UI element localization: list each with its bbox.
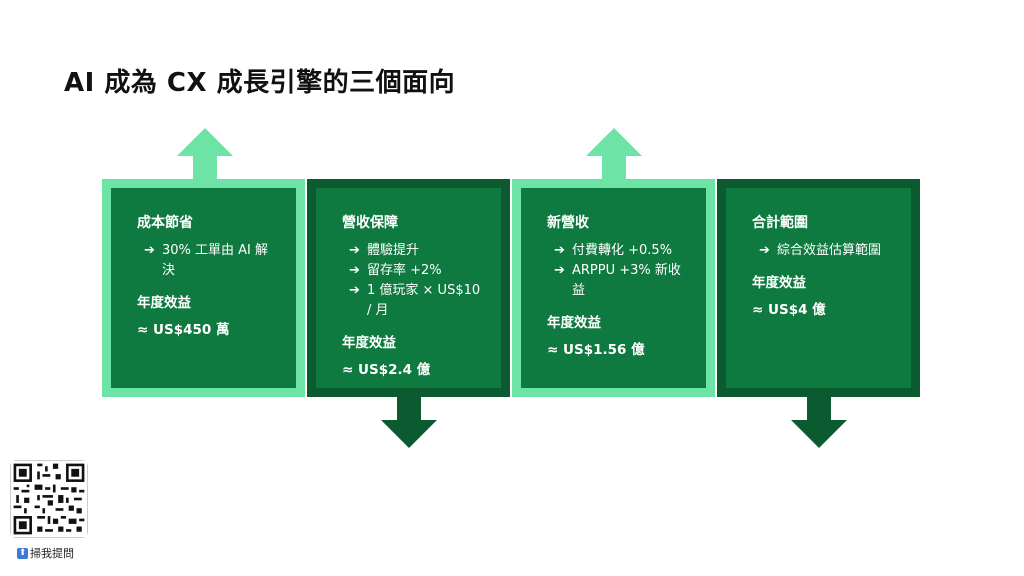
arrow-up-icon bbox=[177, 128, 233, 182]
panel-heading: 新營收 bbox=[547, 215, 589, 231]
list-item: ➔ 1 億玩家 × US$10 / 月 bbox=[342, 281, 481, 321]
bullet-list: ➔ 體驗提升 ➔ 留存率 +2% ➔ 1 億玩家 × US$10 / 月 bbox=[342, 241, 481, 321]
list-item: ➔ 體驗提升 bbox=[342, 241, 481, 261]
list-item: ➔ 30% 工單由 AI 解決 bbox=[137, 241, 276, 281]
arrow-right-icon: ➔ bbox=[144, 243, 155, 258]
slide-title: AI 成為 CX 成長引擎的三個面向 bbox=[64, 68, 456, 98]
qr-code-graphic bbox=[11, 461, 87, 537]
panel-revenue-protection: 營收保障 ➔ 體驗提升 ➔ 留存率 +2% ➔ 1 億玩家 × US$10 / … bbox=[307, 179, 510, 397]
benefit-label: 年度效益 bbox=[547, 315, 601, 331]
arrow-down-icon bbox=[791, 396, 847, 448]
bullet-text: ARPPU +3% 新收益 bbox=[572, 263, 681, 298]
arrow-up-badge-icon: ⬆ bbox=[17, 547, 28, 559]
arrow-right-icon: ➔ bbox=[759, 243, 770, 258]
panel-content: 合計範圍 ➔ 綜合效益估算範圍 年度效益 ≈ US$4 億 bbox=[726, 188, 911, 388]
arrow-right-icon: ➔ bbox=[554, 243, 565, 258]
qr-caption-text: 掃我提問 bbox=[30, 547, 74, 560]
arrow-right-icon: ➔ bbox=[349, 243, 360, 258]
bullet-text: 1 億玩家 × US$10 / 月 bbox=[367, 283, 481, 318]
arrow-right-icon: ➔ bbox=[349, 263, 360, 278]
arrow-right-icon: ➔ bbox=[554, 263, 565, 278]
panel-new-revenue: 新營收 ➔ 付費轉化 +0.5% ➔ ARPPU +3% 新收益 年度效益 ≈ … bbox=[512, 179, 715, 397]
list-item: ➔ 綜合效益估算範圍 bbox=[752, 241, 891, 261]
bullet-list: ➔ 30% 工單由 AI 解決 bbox=[137, 241, 276, 281]
bullet-text: 綜合效益估算範圍 bbox=[777, 243, 882, 258]
benefit-value: ≈ US$4 億 bbox=[752, 302, 826, 318]
benefit-label: 年度效益 bbox=[342, 335, 396, 351]
benefit-value: ≈ US$2.4 億 bbox=[342, 362, 431, 378]
bullet-text: 30% 工單由 AI 解決 bbox=[162, 243, 269, 278]
panel-heading: 合計範圍 bbox=[752, 215, 808, 231]
list-item: ➔ 留存率 +2% bbox=[342, 261, 481, 281]
qr-caption: ⬆ 掃我提問 bbox=[17, 545, 74, 561]
benefit-label: 年度效益 bbox=[137, 295, 191, 311]
list-item: ➔ 付費轉化 +0.5% bbox=[547, 241, 686, 261]
panel-heading: 成本節省 bbox=[137, 215, 193, 231]
benefit-label: 年度效益 bbox=[752, 275, 806, 291]
arrow-right-icon: ➔ bbox=[349, 283, 360, 298]
panel-content: 成本節省 ➔ 30% 工單由 AI 解決 年度效益 ≈ US$450 萬 bbox=[111, 188, 296, 388]
benefit-value: ≈ US$450 萬 bbox=[137, 322, 230, 338]
panel-cost-savings: 成本節省 ➔ 30% 工單由 AI 解決 年度效益 ≈ US$450 萬 bbox=[102, 179, 305, 397]
bullet-text: 體驗提升 bbox=[367, 243, 420, 258]
bullet-list: ➔ 付費轉化 +0.5% ➔ ARPPU +3% 新收益 bbox=[547, 241, 686, 301]
arrow-up-icon bbox=[586, 128, 642, 182]
bullet-text: 付費轉化 +0.5% bbox=[572, 243, 673, 258]
arrow-down-icon bbox=[381, 396, 437, 448]
panel-heading: 營收保障 bbox=[342, 215, 398, 231]
benefit-value: ≈ US$1.56 億 bbox=[547, 342, 645, 358]
list-item: ➔ ARPPU +3% 新收益 bbox=[547, 261, 686, 301]
panel-content: 新營收 ➔ 付費轉化 +0.5% ➔ ARPPU +3% 新收益 年度效益 ≈ … bbox=[521, 188, 706, 388]
qr-code-icon[interactable] bbox=[10, 460, 88, 538]
bullet-list: ➔ 綜合效益估算範圍 bbox=[752, 241, 891, 261]
panel-content: 營收保障 ➔ 體驗提升 ➔ 留存率 +2% ➔ 1 億玩家 × US$10 / … bbox=[316, 188, 501, 388]
bullet-text: 留存率 +2% bbox=[367, 263, 442, 278]
panel-total-range: 合計範圍 ➔ 綜合效益估算範圍 年度效益 ≈ US$4 億 bbox=[717, 179, 920, 397]
